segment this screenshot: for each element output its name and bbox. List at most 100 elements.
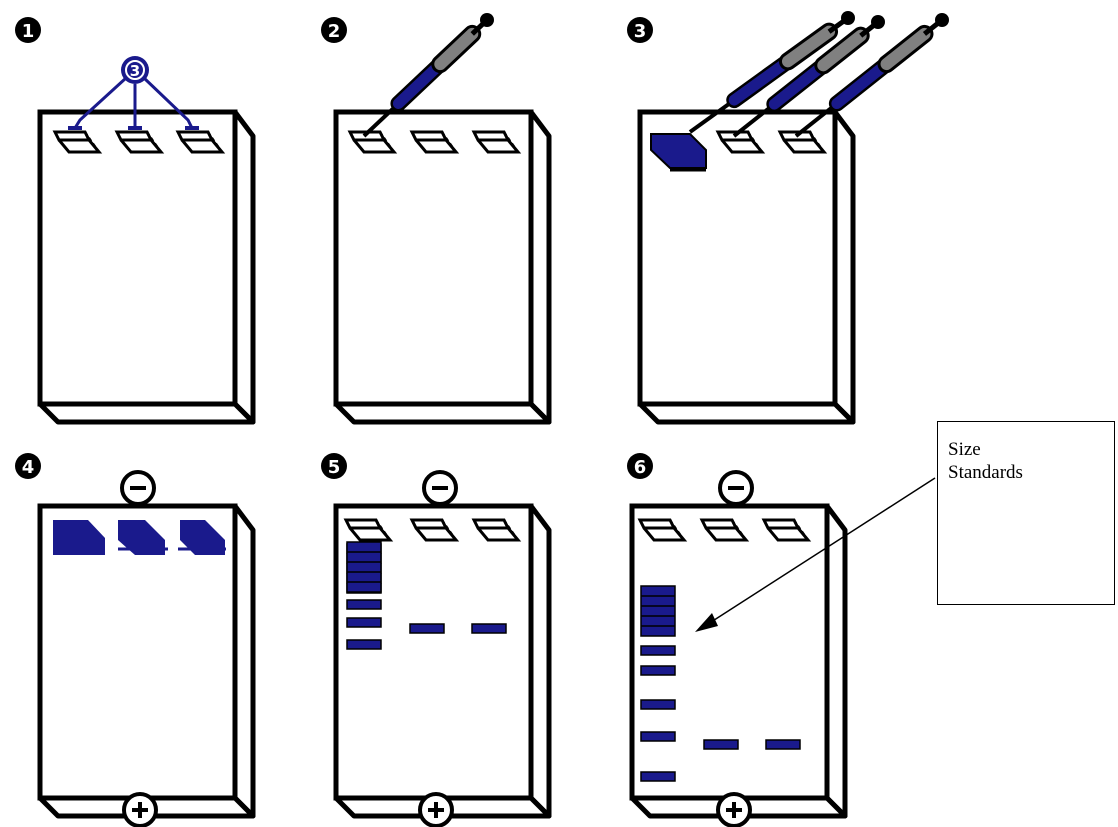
pipette-button <box>871 15 885 29</box>
step-number-6: 6 <box>627 453 653 479</box>
step-label: 1 <box>22 21 35 42</box>
sample-band-p6-2 <box>703 739 739 750</box>
pipette-tip <box>688 98 736 134</box>
well-top <box>409 130 449 142</box>
well-top <box>52 130 92 142</box>
step-circle <box>15 453 41 479</box>
marker-label: 3 <box>130 62 140 80</box>
gel-panel-5 <box>333 503 552 819</box>
positive-electrode-p5 <box>418 792 454 827</box>
step-number-2: 2 <box>321 17 347 43</box>
pipette-tip <box>794 101 839 138</box>
step-circle <box>321 17 347 43</box>
well-p1-2 <box>114 130 165 154</box>
step-circle <box>627 17 653 43</box>
gel-bottom-face <box>637 401 856 425</box>
pipette-button <box>480 13 494 27</box>
gel-side-face <box>528 503 552 819</box>
step-number-4: 4 <box>15 453 41 479</box>
callout-line-2: Standards <box>948 462 1023 483</box>
well-p6-2 <box>699 518 750 542</box>
positive-electrode-p4 <box>122 792 158 827</box>
well-top <box>409 518 449 530</box>
pipette-sample <box>768 59 829 110</box>
gel-bottom-face <box>333 401 552 425</box>
ladder-band-p5-7 <box>346 617 382 628</box>
pipette-panel-3-c <box>794 13 949 138</box>
pipette-sample <box>831 58 893 110</box>
loaded-well-p4-3 <box>180 520 225 555</box>
step-number-1: 1 <box>15 17 41 43</box>
well-p2-3 <box>471 130 522 154</box>
marker-line-left <box>73 76 128 129</box>
loaded-well-p4-2 <box>118 520 165 555</box>
well-marker: 3 <box>68 56 199 130</box>
pipette-button <box>841 11 855 25</box>
ladder-stack-p5 <box>346 541 382 593</box>
pipette-body <box>781 25 836 68</box>
pipette-tip <box>732 102 776 138</box>
marker-line-right <box>142 76 194 129</box>
gel-side-face <box>832 109 856 425</box>
step-circle <box>627 453 653 479</box>
well-p1-1 <box>52 130 103 154</box>
gel-side-face <box>232 503 256 819</box>
pipette-body <box>817 29 867 72</box>
step-label: 6 <box>634 457 647 478</box>
marker-inner <box>125 60 145 80</box>
well-top <box>114 130 154 142</box>
gel-front-face <box>333 109 534 407</box>
gel-panel-6 <box>629 503 848 819</box>
well-top <box>471 130 511 142</box>
ladder-band-p5-8 <box>346 639 382 650</box>
step-label: 5 <box>328 457 341 478</box>
well-top <box>761 518 801 530</box>
step-circle <box>15 17 41 43</box>
pipette-panel-3-a <box>688 11 855 134</box>
pipette-sample <box>392 58 446 110</box>
pipette-sample <box>728 55 794 106</box>
negative-electrode-p5 <box>422 470 458 506</box>
pipette-body <box>434 27 479 71</box>
pipette-body <box>880 27 931 71</box>
sample-band-p5-3 <box>471 623 507 634</box>
callout-line-1: Size <box>948 439 981 460</box>
negative-electrode-p4 <box>120 470 156 506</box>
negative-electrode-p6 <box>718 470 754 506</box>
gel-front-face <box>37 109 238 407</box>
gel-side-face <box>824 503 848 819</box>
step-label: 3 <box>634 21 647 42</box>
pipette-panel-2 <box>362 13 494 138</box>
ladder-band-p6-1 <box>640 645 676 656</box>
well-p5-2 <box>409 518 460 542</box>
size-standards-callout: Size Standards <box>937 421 1115 605</box>
step-number-5: 5 <box>321 453 347 479</box>
step-label: 4 <box>22 457 35 478</box>
gel-side-face <box>232 109 256 425</box>
well-top <box>699 518 739 530</box>
well-p1-3 <box>175 130 226 154</box>
ladder-band-p6-5 <box>640 771 676 782</box>
well-p6-3 <box>761 518 812 542</box>
gel-side-face <box>528 109 552 425</box>
positive-electrode-p6 <box>716 792 752 827</box>
ladder-band-p6-4 <box>640 731 676 742</box>
callout-arrowhead <box>695 613 718 632</box>
well-p5-1 <box>343 518 394 542</box>
gel-panel-2 <box>333 109 552 425</box>
well-top <box>471 518 511 530</box>
sample-band-p5-2 <box>409 623 445 634</box>
well-p5-3 <box>471 518 522 542</box>
step-number-3: 3 <box>627 17 653 43</box>
step-label: 2 <box>328 21 341 42</box>
ladder-band-p6-3 <box>640 699 676 710</box>
step-circle <box>321 453 347 479</box>
ladder-band-p6-2 <box>640 665 676 676</box>
ladder-stack-p6 <box>640 585 676 637</box>
well-p6-1 <box>637 518 688 542</box>
gel-bottom-face <box>37 401 256 425</box>
sample-band-p6-3 <box>765 739 801 750</box>
loaded-well-p3 <box>650 133 707 169</box>
well-top <box>343 518 383 530</box>
